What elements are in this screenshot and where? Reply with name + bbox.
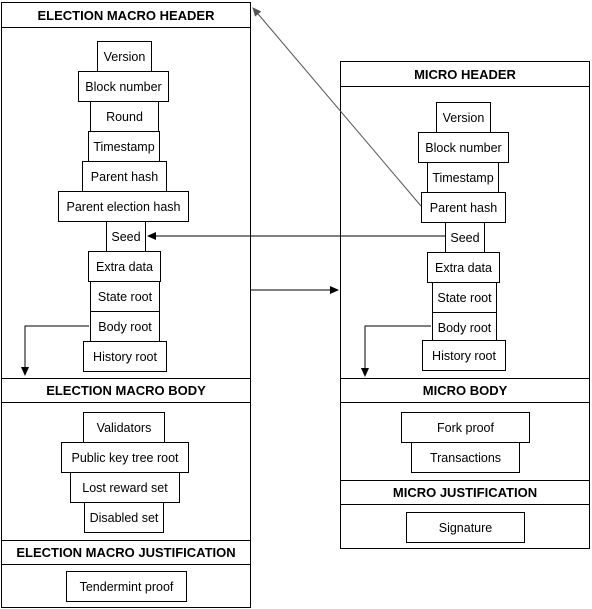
micro-header-title: MICRO HEADER [341,62,589,87]
election-field-round: Round [90,101,159,132]
micro-field-signature: Signature [406,512,525,543]
micro-field-history-root: History root [422,340,506,371]
micro-field-extra-data: Extra data [427,252,500,283]
micro-field-transactions: Transactions [411,442,520,473]
election-field-public-key-tree-root: Public key tree root [61,442,189,473]
micro-justification-title: MICRO JUSTIFICATION [341,480,589,505]
election-field-validators: Validators [83,412,165,443]
election-field-parent-hash: Parent hash [82,161,167,192]
micro-field-parent-hash: Parent hash [421,192,506,223]
micro-field-timestamp: Timestamp [427,162,499,193]
election-macro-body-title: ELECTION MACRO BODY [2,378,250,403]
micro-field-fork-proof: Fork proof [401,412,530,443]
election-macro-header-title: ELECTION MACRO HEADER [2,3,250,28]
election-field-parent-election-hash: Parent election hash [58,191,189,222]
micro-field-block-number: Block number [418,132,509,163]
election-field-block-number: Block number [78,71,169,102]
election-macro-justification-title: ELECTION MACRO JUSTIFICATION [2,540,250,565]
election-field-history-root: History root [83,341,167,372]
micro-field-seed: Seed [445,222,485,253]
micro-field-state-root: State root [432,282,497,313]
micro-field-version: Version [436,102,491,133]
election-field-tendermint-proof: Tendermint proof [66,571,187,602]
micro-body-title: MICRO BODY [341,378,589,403]
election-field-state-root: State root [90,281,160,312]
micro-field-body-root: Body root [432,312,497,343]
election-field-disabled-set: Disabled set [84,502,164,533]
micro-block: MICRO HEADER MICRO BODY MICRO JUSTIFICAT… [340,61,590,549]
election-field-seed: Seed [106,221,146,252]
election-field-lost-reward-set: Lost reward set [70,472,180,503]
election-field-timestamp: Timestamp [88,131,160,162]
election-field-extra-data: Extra data [88,251,161,282]
election-field-body-root: Body root [90,311,160,342]
election-macro-block: ELECTION MACRO HEADER ELECTION MACRO BOD… [1,2,251,608]
election-field-version: Version [97,41,152,72]
